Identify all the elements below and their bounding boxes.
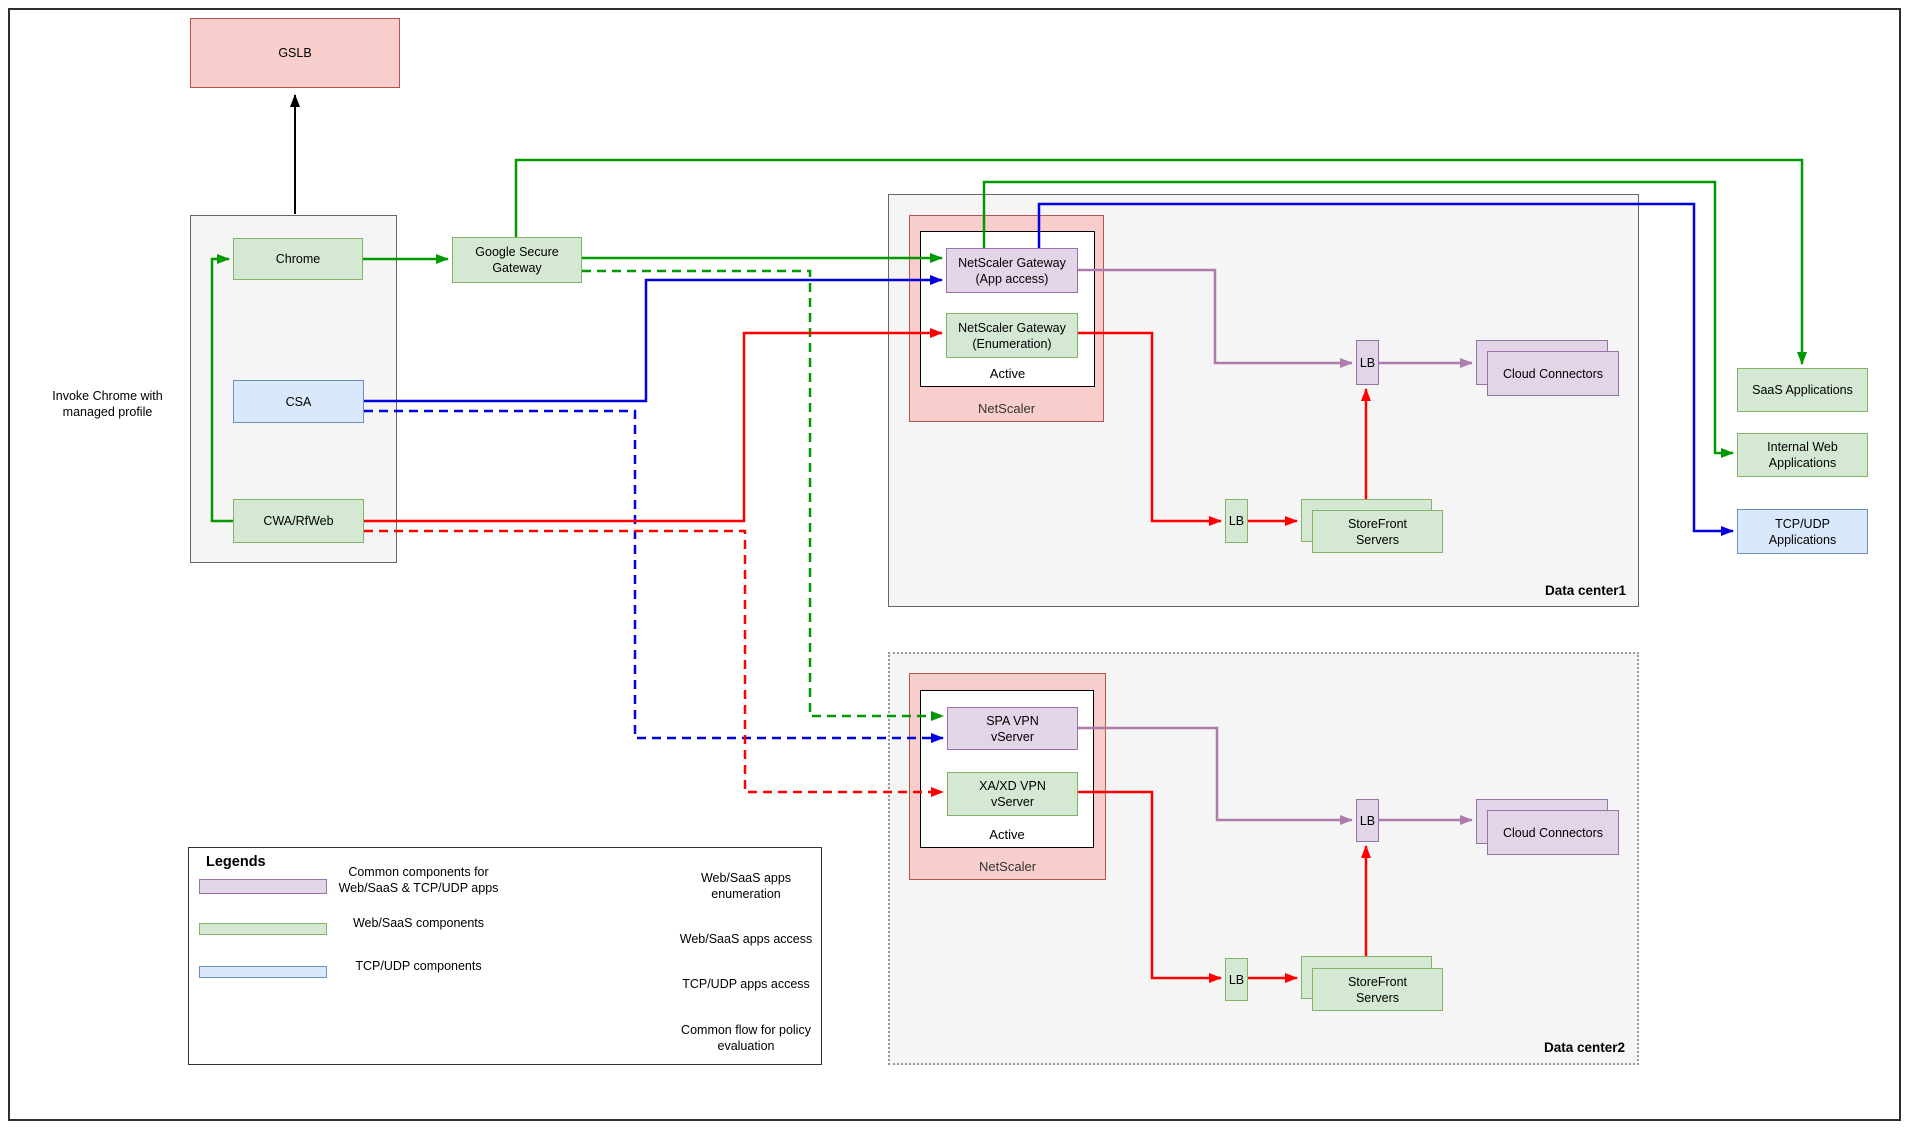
invoke-chrome-note: Invoke Chrome with managed profile [52, 389, 163, 420]
dc1-active-label: Active [989, 366, 1026, 381]
dc2-storefront-servers-node: StoreFront Servers [1312, 968, 1443, 1011]
dc2-xaxd-vpn-node: XA/XD VPN vServer [947, 772, 1078, 816]
legend-enumeration-flow-label: Web/SaaS apps enumeration [700, 871, 792, 902]
gslb-node: GSLB [190, 18, 400, 88]
dc2-active-label: Active [989, 827, 1025, 842]
tcp-udp-applications-node: TCP/UDP Applications [1737, 509, 1868, 554]
dc2-cloud-connectors-node: Cloud Connectors [1487, 810, 1619, 855]
legend-common-components-label: Common components for Web/SaaS & TCP/UDP… [338, 865, 499, 896]
legend-swatch-purple [199, 879, 327, 894]
internal-web-applications-node: Internal Web Applications [1737, 433, 1868, 477]
csa-node: CSA [233, 380, 364, 423]
page-border [8, 8, 1901, 1121]
legend-swatch-blue [199, 966, 327, 978]
chrome-node: Chrome [233, 238, 363, 280]
dc1-policy-lb-node: LB [1356, 340, 1379, 385]
dc2-policy-lb-node: LB [1356, 799, 1379, 842]
dc1-storefront-lb-node: LB [1225, 499, 1248, 543]
legend-tcpudp-components-label: TCP/UDP components [355, 959, 482, 973]
cwa-rfweb-node: CWA/RfWeb [233, 499, 364, 543]
legend-title: Legends [206, 854, 266, 870]
dc2-netscaler-label: NetScaler [978, 859, 1037, 874]
dc1-nsg-enumeration-node: NetScaler Gateway (Enumeration) [946, 313, 1078, 358]
datacenter2-label: Data center2 [1543, 1040, 1625, 1055]
dc1-storefront-servers-node: StoreFront Servers [1312, 510, 1443, 553]
legend-websaas-components-label: Web/SaaS components [352, 916, 485, 930]
dc1-netscaler-label: NetScaler [977, 401, 1036, 416]
legend-policy-flow-label: Common flow for policy evaluation [681, 1023, 811, 1054]
dc2-spa-vpn-node: SPA VPN vServer [947, 707, 1078, 750]
legend-websaas-access-flow-label: Web/SaaS apps access [679, 932, 813, 946]
datacenter1-label: Data center1 [1544, 583, 1626, 598]
saas-applications-node: SaaS Applications [1737, 368, 1868, 412]
dc1-cloud-connectors-node: Cloud Connectors [1487, 351, 1619, 396]
legend-swatch-green [199, 923, 327, 935]
dc1-nsg-app-access-node: NetScaler Gateway (App access) [946, 248, 1078, 293]
legend-tcpudp-access-flow-label: TCP/UDP apps access [682, 977, 810, 991]
legend-box: Legends Common components for Web/SaaS &… [188, 847, 822, 1065]
dc2-storefront-lb-node: LB [1225, 958, 1248, 1001]
google-secure-gateway-node: Google Secure Gateway [452, 237, 582, 283]
